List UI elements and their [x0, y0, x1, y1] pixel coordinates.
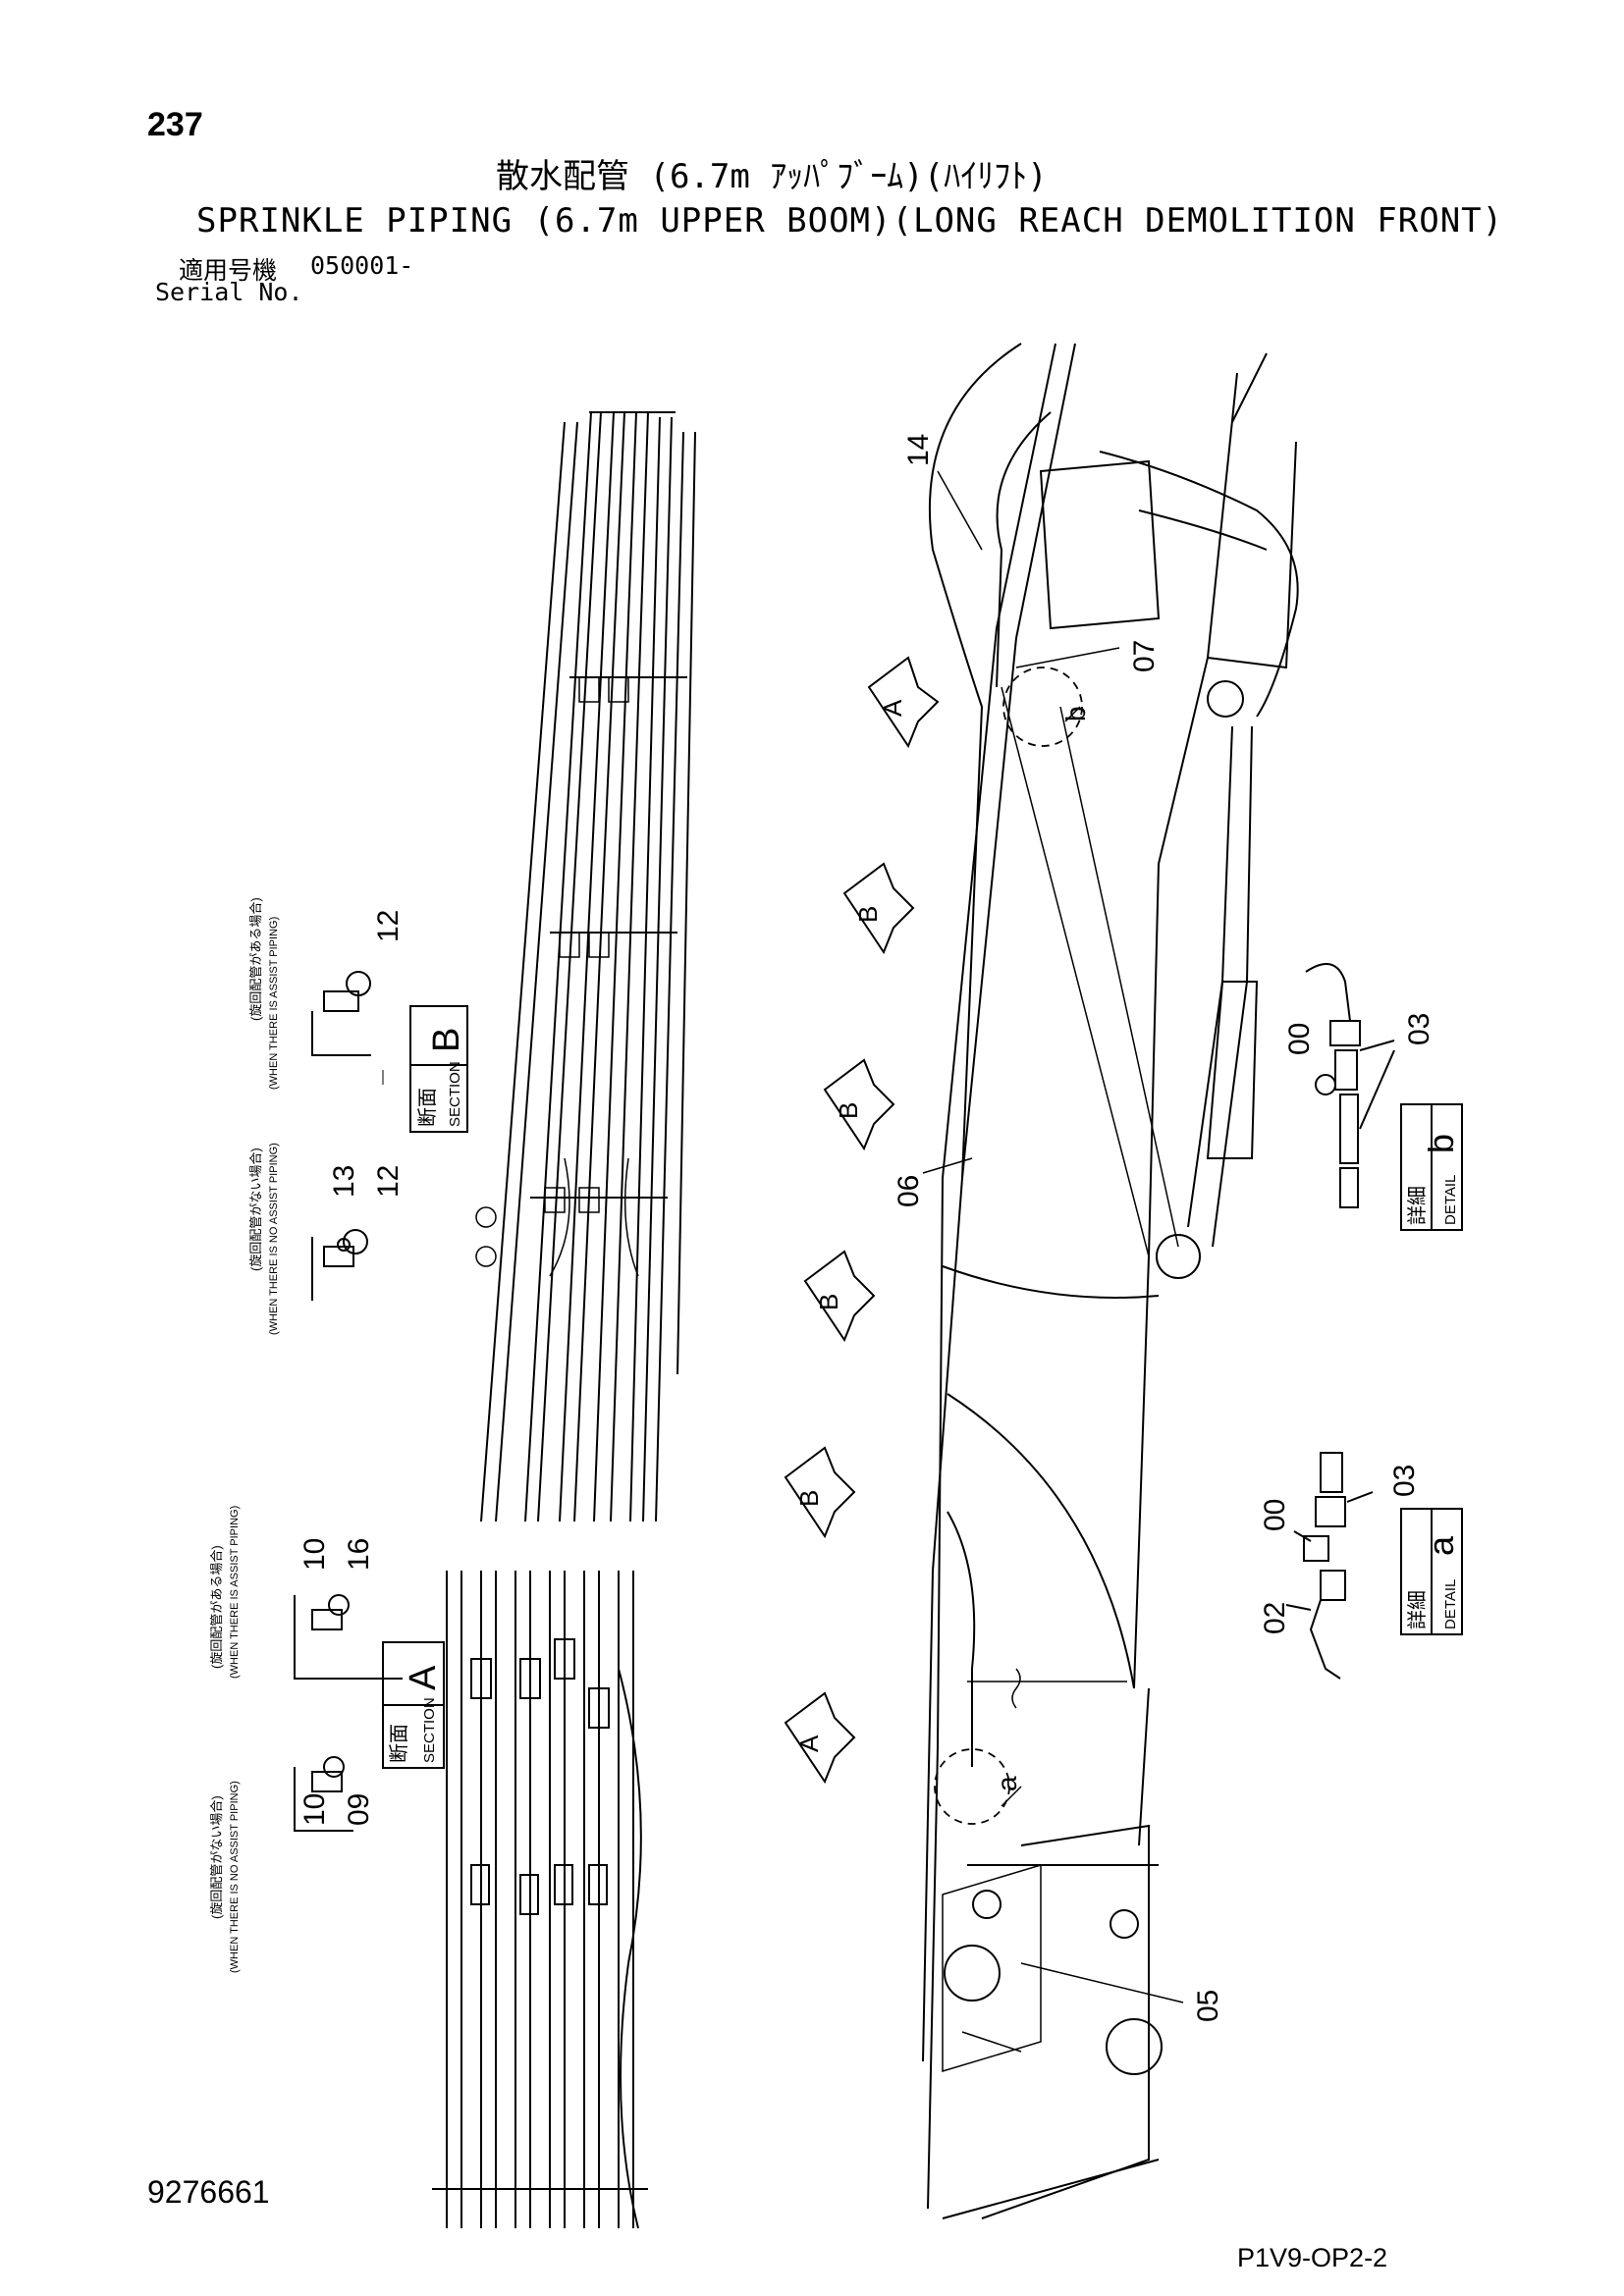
svg-text:断面: 断面 — [388, 1724, 410, 1763]
section-b-labels: (旋回配管がある場合) (WHEN THERE IS ASSIST PIPING… — [248, 897, 467, 1335]
svg-text:B: B — [426, 1028, 467, 1052]
svg-text:詳細: 詳細 — [1406, 1590, 1429, 1629]
svg-text:詳細: 詳細 — [1406, 1186, 1429, 1225]
view-arrows — [784, 656, 940, 1785]
svg-text:03: 03 — [1403, 1013, 1435, 1045]
svg-text:(旋回配管がない場合): (旋回配管がない場合) — [209, 1795, 224, 1919]
svg-text:07: 07 — [1128, 640, 1161, 672]
svg-text:(旋回配管がある場合): (旋回配管がある場合) — [248, 897, 263, 1021]
svg-text:DETAIL: DETAIL — [1442, 1175, 1459, 1225]
svg-text:00: 00 — [1283, 1023, 1316, 1055]
detail-circles — [934, 667, 1083, 1825]
serial-label-japanese: 適用号機 — [179, 256, 278, 285]
svg-text:(WHEN THERE IS ASSIST PIPING): (WHEN THERE IS ASSIST PIPING) — [268, 917, 280, 1090]
svg-text:SECTION: SECTION — [421, 1697, 438, 1763]
svg-text:SECTION: SECTION — [447, 1061, 463, 1127]
boom-structure — [927, 343, 1297, 2219]
page-number: 237 — [147, 106, 203, 143]
detail-a-labels: 00 03 02 詳細 DETAIL a — [1259, 1465, 1461, 1634]
sheet-code: P1V9-OP2-2 — [1237, 2243, 1388, 2272]
detail-a-inset — [1285, 1452, 1463, 1680]
svg-text:b: b — [1421, 1134, 1461, 1153]
serial-value: 050001- — [310, 251, 414, 280]
svg-text:10: 10 — [298, 1538, 331, 1571]
piping-bundle-upper — [480, 411, 696, 1522]
detail-b-labels: 00 03 詳細 DETAIL b — [1283, 1013, 1461, 1225]
svg-text:02: 02 — [1259, 1602, 1291, 1634]
svg-text:(WHEN THERE IS NO ASSIST PIPIN: (WHEN THERE IS NO ASSIST PIPING) — [268, 1143, 280, 1335]
svg-text:A: A — [403, 1665, 444, 1690]
section-cut-line — [967, 1668, 1127, 1709]
piping-bundle-lower — [432, 1571, 648, 2229]
leader-lines — [922, 470, 1184, 2003]
svg-text:13: 13 — [328, 1165, 360, 1198]
svg-text:06: 06 — [893, 1175, 925, 1207]
section-a-inset — [294, 1594, 445, 1832]
boom-hoses — [922, 343, 1299, 2062]
title-japanese: 散水配管 (6.7m ｱｯﾊﾟﾌﾞｰﾑ)(ﾊｲﾘﾌﾄ) — [496, 157, 1048, 196]
svg-text:(旋回配管がない場合): (旋回配管がない場合) — [248, 1148, 263, 1271]
svg-text:(WHEN THERE IS ASSIST PIPING): (WHEN THERE IS ASSIST PIPING) — [229, 1506, 241, 1679]
detail-b-inset — [1305, 963, 1463, 1231]
svg-text:10: 10 — [298, 1793, 331, 1826]
svg-text:a: a — [992, 1776, 1022, 1791]
svg-text:(WHEN THERE IS NO ASSIST PIPIN: (WHEN THERE IS NO ASSIST PIPING) — [229, 1781, 241, 1973]
svg-text:b: b — [1060, 706, 1091, 721]
drawing-number: 9276661 — [147, 2174, 270, 2210]
bundle-clamps — [475, 676, 629, 1267]
svg-text:a: a — [1421, 1535, 1461, 1556]
svg-text:12: 12 — [372, 910, 405, 942]
svg-text:05: 05 — [1192, 1990, 1224, 2022]
svg-text:A: A — [794, 1735, 824, 1752]
svg-text:A: A — [878, 699, 907, 717]
section-a-labels: (旋回配管がある場合) (WHEN THERE IS ASSIST PIPING… — [209, 1506, 444, 1973]
section-b-inset — [311, 971, 468, 1301]
svg-text:B: B — [814, 1294, 843, 1310]
svg-text:12: 12 — [372, 1165, 405, 1198]
svg-text:断面: 断面 — [416, 1088, 439, 1127]
svg-text:B: B — [794, 1490, 824, 1507]
svg-text:00: 00 — [1259, 1499, 1291, 1531]
serial-label-english: Serial No. — [155, 278, 303, 306]
svg-text:B: B — [853, 906, 883, 923]
svg-text:09: 09 — [343, 1793, 375, 1826]
svg-text:14: 14 — [902, 434, 935, 466]
svg-text:16: 16 — [343, 1538, 375, 1571]
boom-callout-labels: 14 07 06 05 b a — [893, 434, 1224, 2022]
title-english: SPRINKLE PIPING (6.7m UPPER BOOM)(LONG R… — [196, 201, 1504, 240]
svg-text:03: 03 — [1388, 1465, 1421, 1497]
svg-text:DETAIL: DETAIL — [1442, 1579, 1459, 1629]
svg-text:B: B — [834, 1102, 863, 1119]
svg-text:(旋回配管がある場合): (旋回配管がある場合) — [209, 1545, 224, 1669]
view-arrow-letters: A B B B B A — [794, 699, 907, 1752]
